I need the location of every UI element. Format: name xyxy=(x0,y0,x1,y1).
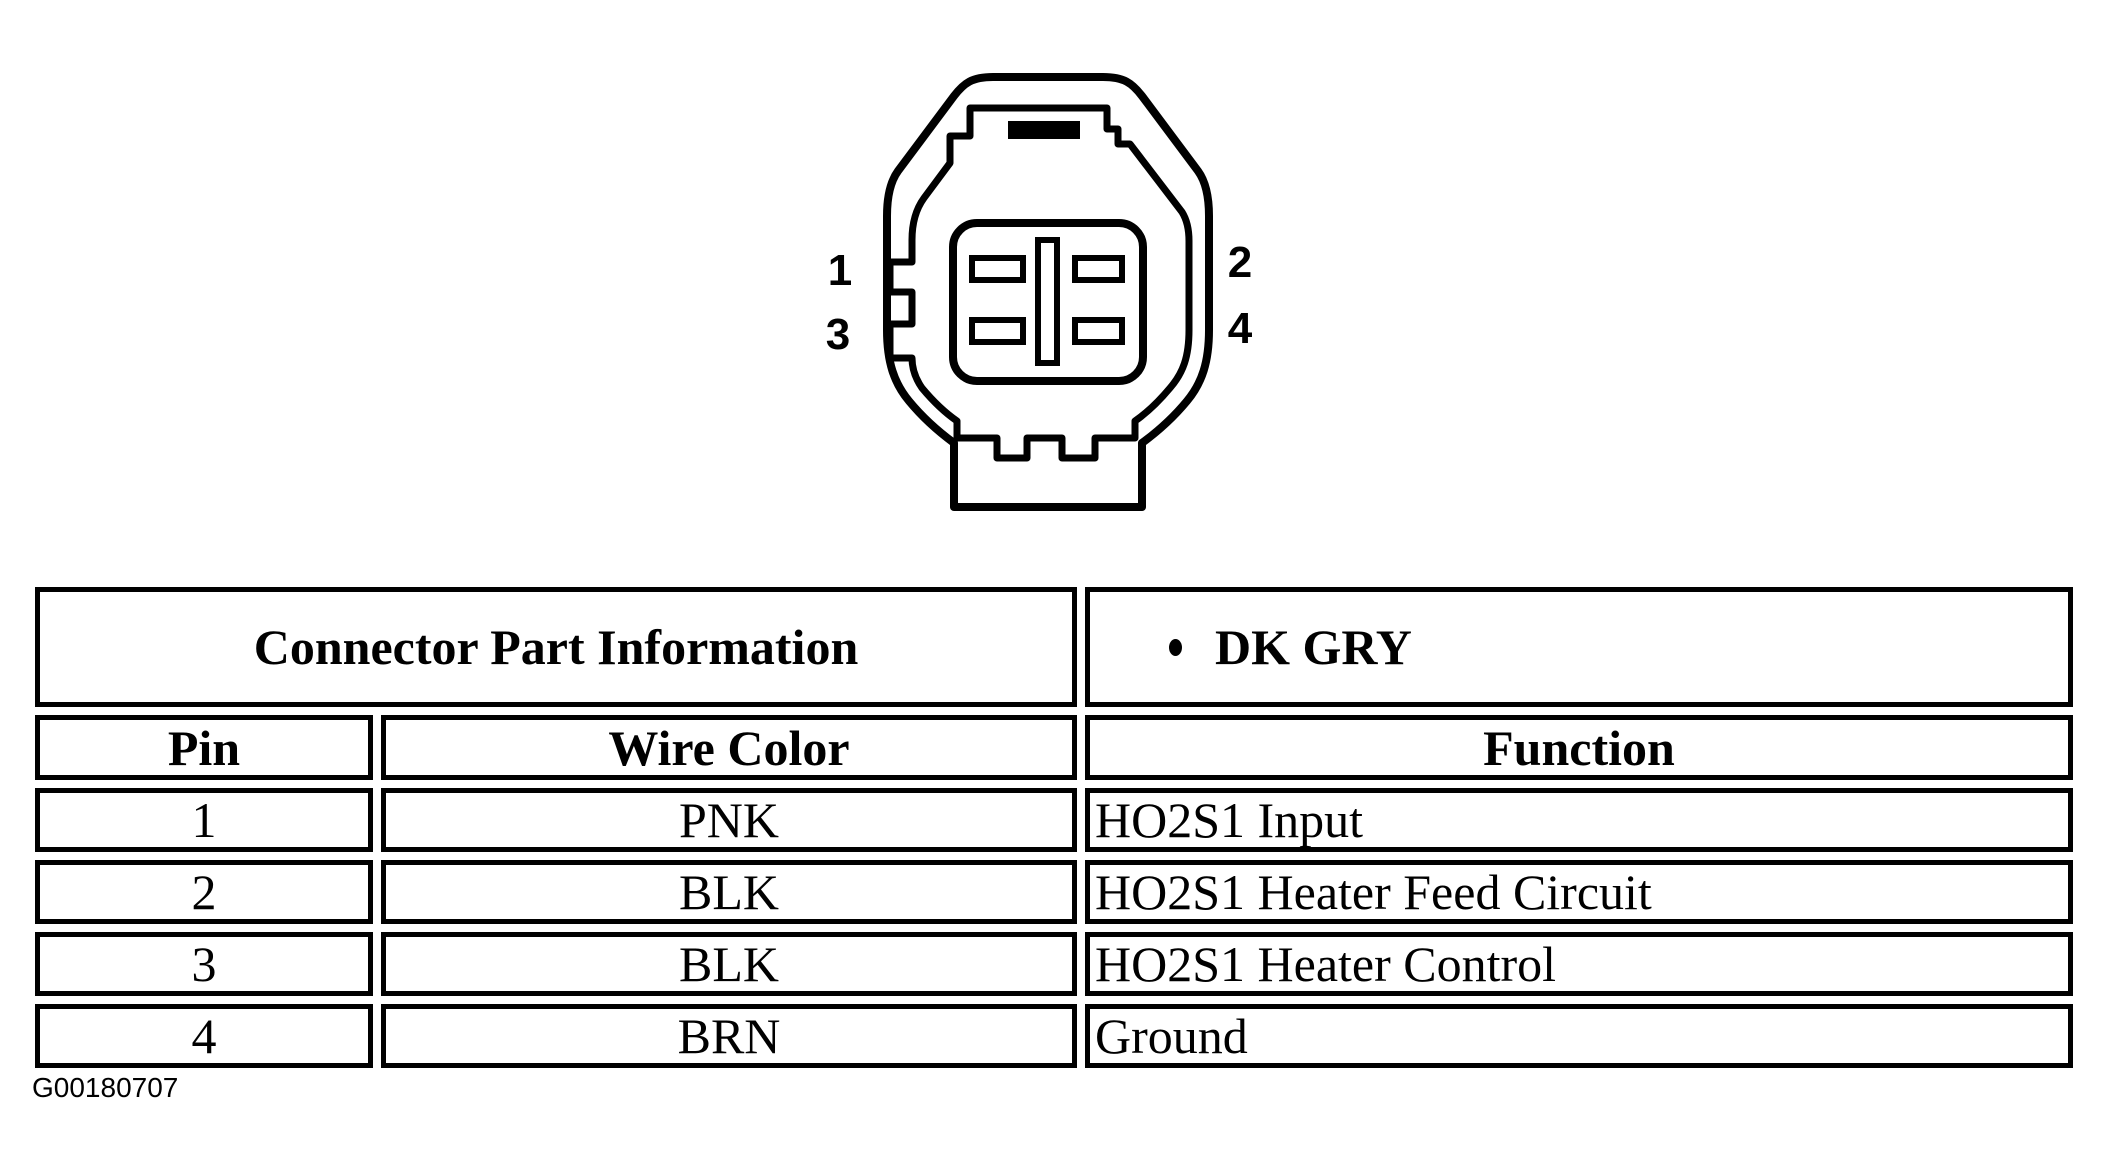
header-connector-color: DK GRY xyxy=(1085,587,2073,707)
connector-diagram: 1 3 2 4 xyxy=(826,73,1253,511)
pin-cell-row4: 4 xyxy=(35,1004,373,1068)
wire-color-cell-row3: BLK xyxy=(381,932,1077,996)
pin-cavity-4 xyxy=(1072,317,1125,345)
function-cell-row4: Ground xyxy=(1085,1004,2073,1068)
function-cell-row2: HO2S1 Heater Feed Circuit xyxy=(1085,860,2073,924)
pin-label-1: 1 xyxy=(828,246,852,295)
col-header-wire-color: Wire Color xyxy=(381,715,1077,780)
wire-color-cell-row2: BLK xyxy=(381,860,1077,924)
pin-cell-row3: 3 xyxy=(35,932,373,996)
col-header-pin: Pin xyxy=(35,715,373,780)
pin-label-2: 2 xyxy=(1228,238,1252,287)
pin-label-4: 4 xyxy=(1228,304,1253,353)
function-cell-row3: HO2S1 Heater Control xyxy=(1085,932,2073,996)
header-part-information: Connector Part Information xyxy=(35,587,1077,707)
figure-id: G00180707 xyxy=(32,1072,179,1103)
col-header-function: Function xyxy=(1085,715,2073,780)
pin-label-3: 3 xyxy=(826,310,850,359)
pin-cavity-1 xyxy=(969,255,1026,283)
pin-cell-row1: 1 xyxy=(35,788,373,852)
pin-cavity-3 xyxy=(969,317,1026,345)
function-cell-row1: HO2S1 Input xyxy=(1085,788,2073,852)
bullet-icon xyxy=(1169,638,1182,656)
connector-latch xyxy=(1008,121,1080,139)
pin-cavity-2 xyxy=(1072,255,1125,283)
connector-color-label: DK GRY xyxy=(1215,619,1412,675)
keyway-bar xyxy=(1035,237,1060,366)
connector-table: Connector Part Information DK GRY Pin Wi… xyxy=(35,587,2073,1068)
wire-color-cell-row1: PNK xyxy=(381,788,1077,852)
connector-inner-shell xyxy=(886,104,1193,462)
pin-cell-row2: 2 xyxy=(35,860,373,924)
wire-color-cell-row4: BRN xyxy=(381,1004,1077,1068)
